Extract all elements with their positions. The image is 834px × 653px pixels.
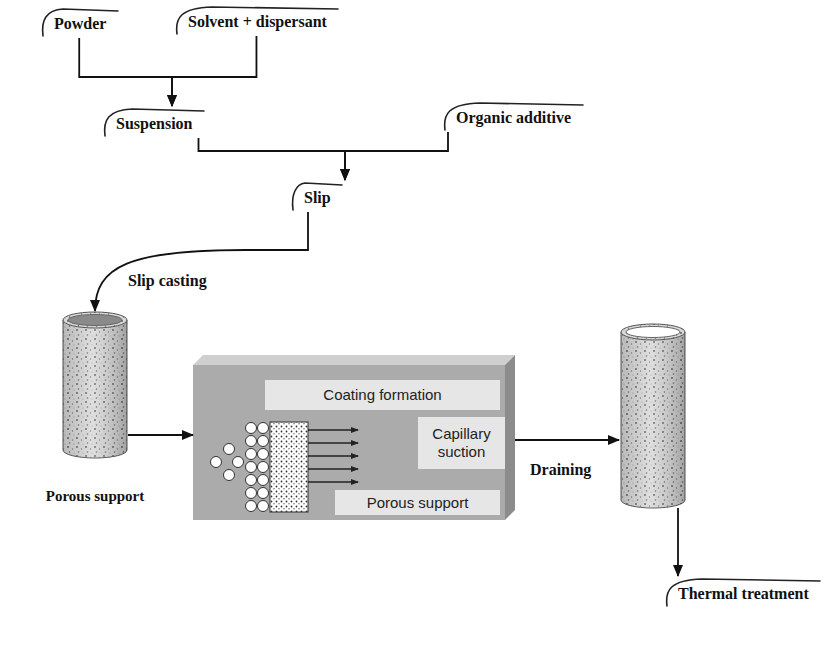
cylinder-drawing <box>30 310 160 505</box>
flow-arrow <box>79 38 172 106</box>
node-label: Organic additive <box>456 109 571 127</box>
flow-arrow <box>95 212 308 311</box>
node-label: Thermal treatment <box>678 585 809 603</box>
node-label: Powder <box>54 15 106 33</box>
node-label: Capillary suction <box>422 425 501 461</box>
flow-arrow <box>199 138 346 180</box>
node-label: Slip <box>304 189 331 207</box>
box-top <box>193 355 515 365</box>
input-tag: Powder <box>38 6 120 38</box>
box-side <box>505 355 515 520</box>
panel-label: Capillary suction <box>418 417 505 469</box>
panel-label: Coating formation <box>265 380 500 410</box>
flow-arrow <box>128 434 193 436</box>
cylinder-drawing <box>616 322 690 510</box>
edge-label: Slip casting <box>126 272 209 290</box>
output-tag: Thermal treatment <box>662 576 823 608</box>
panel-label: Porous support <box>335 490 500 515</box>
particles <box>211 423 269 512</box>
porous-layer <box>270 422 308 512</box>
node-label: Suspension <box>116 115 193 133</box>
edge-label: Draining <box>528 461 593 479</box>
intermediate-tag: Slip <box>288 180 345 212</box>
flow-arrow <box>677 508 679 576</box>
flow-arrows <box>308 430 358 482</box>
flow-arrow <box>515 439 619 441</box>
input-tag: Organic additive <box>440 100 585 132</box>
node-label: Porous support <box>367 494 469 512</box>
intermediate-tag: Suspension <box>100 106 207 138</box>
process-box: Coating formationCapillary suctionPorous… <box>193 355 515 520</box>
node-label: Solvent + dispersant <box>188 13 327 31</box>
coated-tube <box>616 322 690 510</box>
flow-arrow <box>345 132 448 180</box>
node-label: Porous support <box>30 487 160 505</box>
box-front <box>193 365 505 520</box>
flow-arrow <box>172 36 256 106</box>
porous-tube: Porous support <box>30 310 160 505</box>
input-tag: Solvent + dispersant <box>172 4 341 36</box>
node-label: Coating formation <box>323 386 441 404</box>
